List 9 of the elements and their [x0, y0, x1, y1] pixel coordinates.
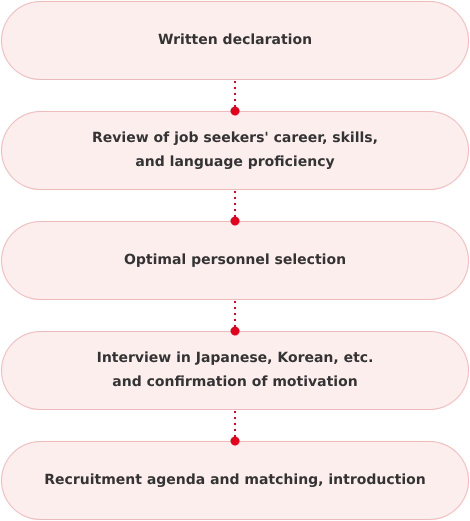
step-text: Interview in Japanese, Korean, etc. and confirmation of motivation: [96, 349, 374, 392]
step-text: Optimal personnel selection: [124, 250, 346, 270]
dotted-connector: [230, 81, 240, 116]
step-text: Review of job seekers' career, skills, and language proficiency: [91, 129, 379, 172]
dotted-connector: [230, 301, 240, 336]
step-text: Recruitment agenda and matching, introduction: [44, 470, 426, 490]
dotted-connector: [230, 191, 240, 226]
dotted-connector: [230, 411, 240, 446]
step-text: Written declaration: [158, 30, 312, 50]
